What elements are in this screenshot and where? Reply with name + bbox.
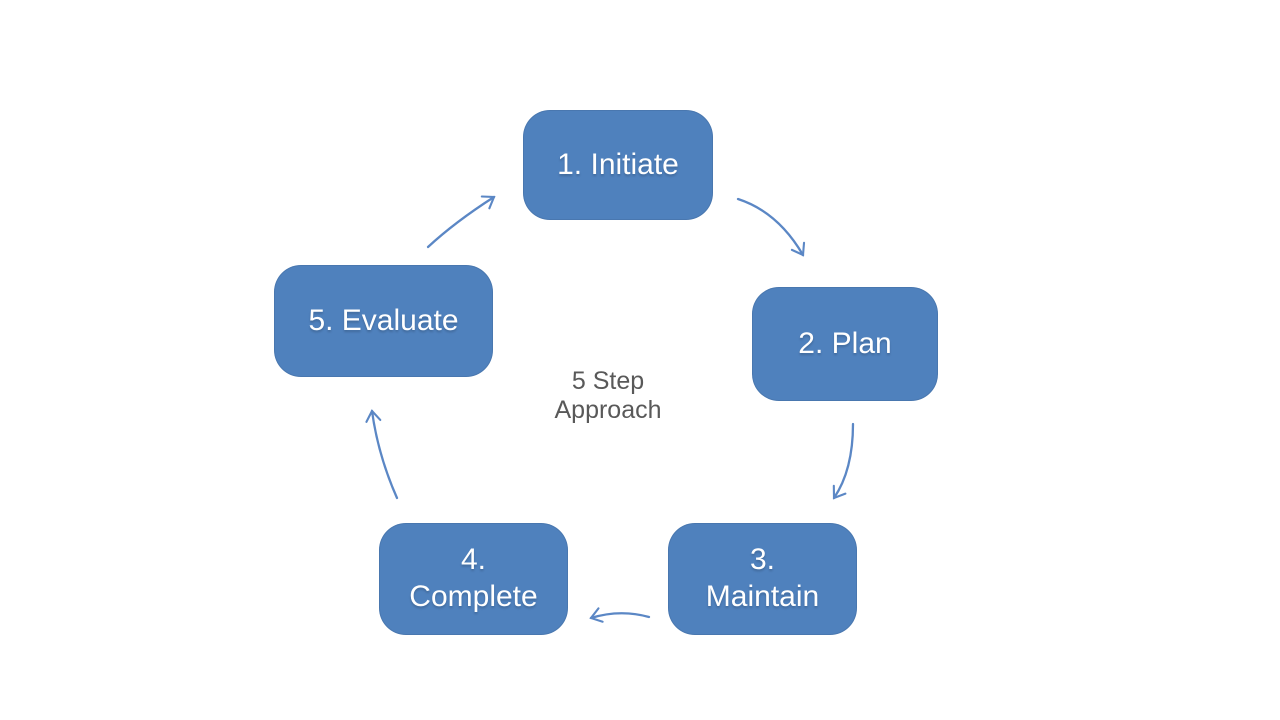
arrow-initiate-to-plan [736, 197, 806, 257]
arrow-complete-to-evaluate [365, 409, 399, 500]
arrow-plan-to-maintain [832, 422, 855, 500]
step-box-maintain: 3. Maintain [668, 523, 857, 635]
step-label-evaluate: 5. Evaluate [308, 303, 459, 337]
diagram-center-title: 5 Step Approach [554, 367, 662, 424]
step-label-plan: 2. Plan [798, 326, 892, 360]
step-box-complete: 4. Complete [379, 523, 568, 635]
step-label-initiate: 1. Initiate [557, 147, 679, 181]
step-box-initiate: 1. Initiate [523, 110, 713, 220]
arrow-evaluate-to-initiate [426, 195, 496, 249]
step-box-plan: 2. Plan [752, 287, 938, 401]
step-label-complete: 4. Complete [409, 543, 538, 613]
step-label-maintain: 3. Maintain [705, 543, 820, 613]
step-box-evaluate: 5. Evaluate [274, 265, 493, 377]
arrow-maintain-to-complete [589, 607, 651, 623]
